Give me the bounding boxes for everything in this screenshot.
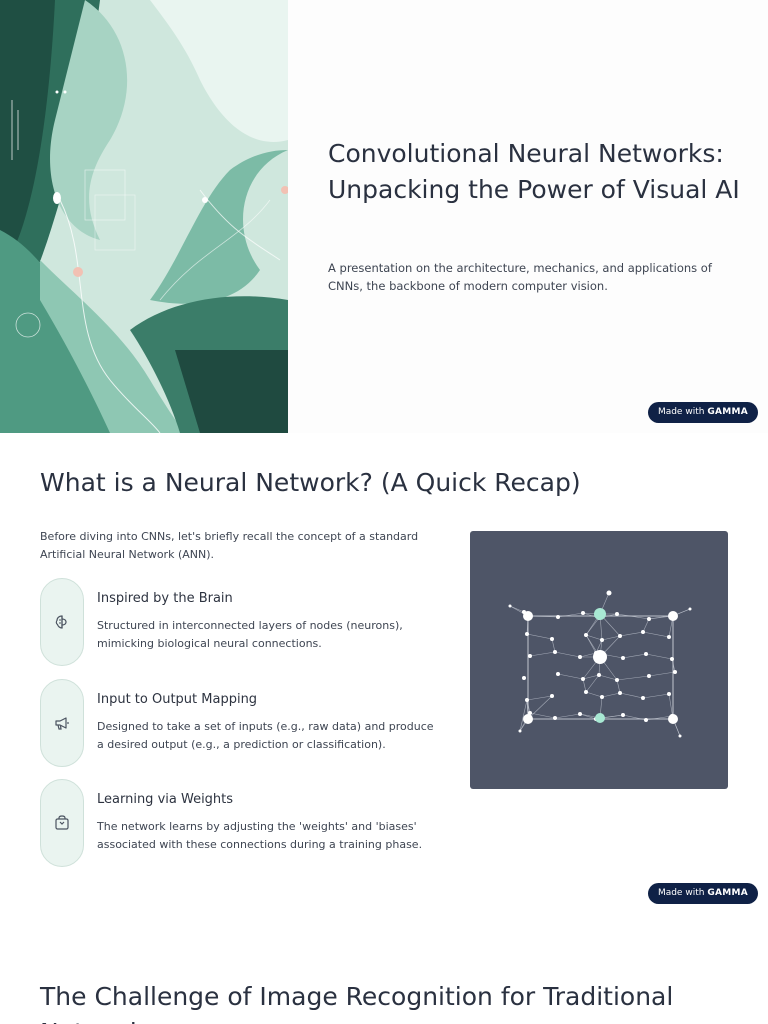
neural-network-illustration — [470, 531, 728, 789]
network-node — [615, 678, 619, 682]
network-node — [578, 655, 582, 659]
network-node — [518, 729, 522, 733]
feature-title: Learning via Weights — [97, 792, 234, 807]
network-node — [556, 672, 560, 676]
network-node — [528, 711, 532, 715]
feature-item: Learning via Weights The network learns … — [40, 779, 440, 869]
bag-icon — [55, 815, 69, 830]
network-node — [578, 712, 582, 716]
image-recognition-challenge-slide: The Challenge of Image Recognition for T… — [0, 920, 768, 1024]
slide-title: The Challenge of Image Recognition for T… — [40, 982, 674, 1024]
network-node — [670, 657, 674, 661]
network-node — [668, 611, 678, 621]
feature-item: Input to Output Mapping Designed to take… — [40, 679, 440, 769]
slide-title: What is a Neural Network? (A Quick Recap… — [40, 468, 581, 497]
network-node — [525, 698, 529, 702]
feature-title: Inspired by the Brain — [97, 591, 233, 606]
neural-network-recap-slide: What is a Neural Network? (A Quick Recap… — [0, 433, 768, 920]
network-node — [584, 633, 588, 637]
network-node — [581, 677, 585, 681]
network-node — [673, 670, 677, 674]
network-graph — [508, 590, 692, 738]
network-node — [668, 714, 678, 724]
feature-icon-pill — [40, 679, 84, 767]
network-node — [584, 690, 588, 694]
network-node — [556, 615, 560, 619]
network-node — [606, 590, 612, 596]
network-node — [523, 611, 533, 621]
network-node — [621, 713, 625, 717]
network-node — [667, 635, 671, 639]
megaphone-icon — [55, 717, 69, 730]
network-node — [600, 638, 604, 642]
badge-prefix: Made with — [657, 407, 705, 417]
network-node — [641, 630, 645, 634]
badge-brand: GAMMA — [707, 888, 749, 898]
network-node — [621, 656, 625, 660]
feature-description: The network learns by adjusting the 'wei… — [97, 820, 423, 851]
feature-item: Inspired by the Brain Structured in inte… — [40, 578, 440, 668]
network-node — [618, 691, 622, 695]
network-node — [522, 676, 526, 680]
network-node — [528, 654, 532, 658]
made-with-gamma-badge[interactable]: Made with GAMMA — [648, 883, 758, 904]
feature-icon-pill — [40, 779, 84, 867]
slide-intro: Before diving into CNNs, let's briefly r… — [40, 530, 419, 561]
network-node — [615, 612, 619, 616]
badge-brand: GAMMA — [707, 407, 749, 417]
made-with-gamma-badge[interactable]: Made with GAMMA — [648, 402, 758, 423]
network-node — [594, 608, 606, 620]
network-node — [600, 695, 604, 699]
network-node — [581, 611, 585, 615]
presentation-subtitle: A presentation on the architecture, mech… — [328, 261, 712, 293]
network-node — [678, 734, 682, 738]
network-node — [550, 637, 554, 641]
network-node — [667, 692, 671, 696]
network-node — [593, 650, 607, 664]
network-node — [553, 650, 557, 654]
feature-icon-pill — [40, 578, 84, 666]
network-node — [647, 674, 651, 678]
feature-description: Structured in interconnected layers of n… — [97, 619, 403, 650]
hero-illustration — [0, 0, 288, 433]
network-node — [523, 714, 533, 724]
network-node — [597, 673, 601, 677]
network-node — [644, 652, 648, 656]
network-node — [688, 607, 692, 611]
feature-title: Input to Output Mapping — [97, 692, 258, 707]
brain-icon — [55, 615, 67, 629]
network-node — [525, 632, 529, 636]
network-node — [647, 617, 651, 621]
network-node — [618, 634, 622, 638]
title-slide: Convolutional Neural Networks: Unpacking… — [0, 0, 768, 433]
badge-prefix: Made with — [657, 888, 705, 898]
network-node — [595, 713, 605, 723]
feature-description: Designed to take a set of inputs (e.g., … — [97, 720, 434, 751]
network-node — [553, 716, 557, 720]
network-node — [508, 604, 512, 608]
network-node — [644, 718, 648, 722]
network-node — [550, 694, 554, 698]
network-node — [641, 696, 645, 700]
presentation-title: Convolutional Neural Networks: Unpacking… — [328, 139, 740, 204]
